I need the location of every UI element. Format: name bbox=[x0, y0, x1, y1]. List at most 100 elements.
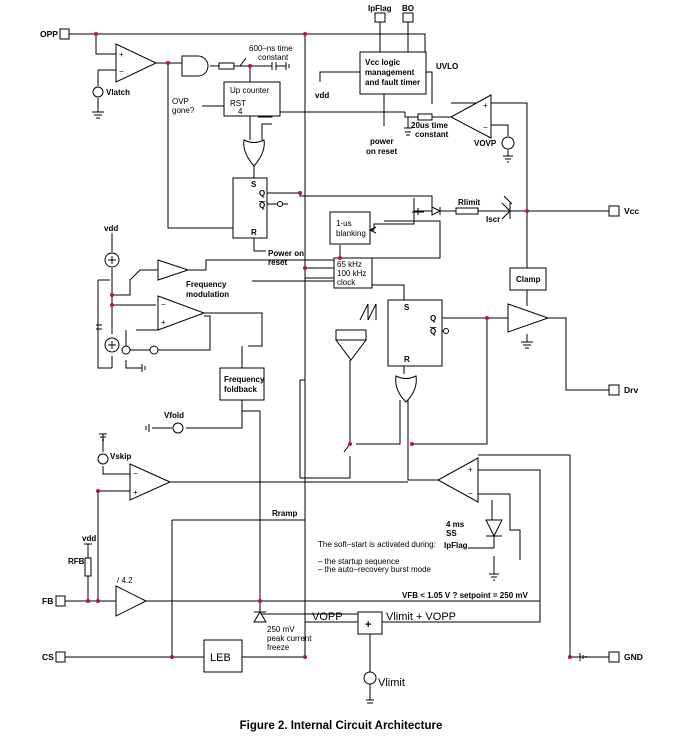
flipflop-1 bbox=[232, 177, 268, 239]
freq-foldback-line1: Frequency bbox=[224, 375, 265, 384]
por-top-1: power bbox=[370, 137, 394, 146]
freq-mod-2: modulation bbox=[186, 290, 229, 299]
clock-line2: 100 kHz bbox=[337, 269, 366, 278]
svg-text:+: + bbox=[483, 101, 488, 110]
pin-bo bbox=[402, 12, 414, 23]
svg-text:−: − bbox=[161, 300, 166, 309]
svg-text:−: − bbox=[483, 123, 488, 132]
vcc-logic-line3: and fault timer bbox=[365, 78, 420, 87]
clock-line3: clock bbox=[337, 278, 356, 287]
ff2-s: S bbox=[404, 303, 410, 312]
blanking-line1: 1-us bbox=[336, 219, 352, 228]
pin-gnd-label: GND bbox=[624, 652, 643, 662]
pin-opp-label: OPP bbox=[40, 29, 58, 39]
vlatch-source bbox=[92, 86, 104, 98]
vovp-label: VOVP bbox=[474, 139, 497, 148]
sum-sign: + bbox=[365, 619, 371, 631]
labels: Vlatch 600–ns time constant OVP gone? vd… bbox=[68, 44, 528, 689]
resistor-600ns bbox=[218, 62, 235, 70]
pin-vcc bbox=[608, 205, 620, 217]
freq-foldback-line2: foldback bbox=[224, 385, 257, 394]
time-600ns-1: 600–ns time bbox=[249, 44, 293, 53]
ff2-q: Q bbox=[430, 314, 436, 323]
freq-mod-1: Frequency bbox=[186, 280, 227, 289]
vovp-source bbox=[501, 136, 515, 150]
softstart-3: – the auto–recovery burst mode bbox=[318, 565, 432, 574]
ss-opamp bbox=[436, 457, 479, 503]
rfb-label: RFB bbox=[68, 557, 85, 566]
pin-fb-label: FB bbox=[42, 596, 53, 606]
ipflag2-label: IpFlag bbox=[444, 541, 468, 550]
pin-drv bbox=[608, 384, 620, 396]
leb-label: LEB bbox=[210, 652, 231, 664]
latch-comparator bbox=[115, 43, 158, 83]
svg-text:−: − bbox=[133, 469, 138, 478]
ramp-icon bbox=[359, 303, 377, 321]
svg-text:−: − bbox=[468, 489, 473, 498]
por-2: reset bbox=[268, 258, 287, 267]
skip-comparator bbox=[129, 463, 172, 501]
pins: OPP Vcc Drv FB CS GND IpFlag BO bbox=[40, 4, 643, 663]
pin-opp bbox=[59, 28, 70, 40]
ss-1: 4 ms bbox=[446, 520, 465, 529]
pin-ipflag-label: IpFlag bbox=[368, 4, 392, 13]
rfb-resistor bbox=[84, 557, 92, 577]
vfold-label: Vfold bbox=[164, 411, 184, 420]
vfb-note: VFB < 1.05 V ? setpoint = 250 mV bbox=[402, 591, 528, 600]
peak-freeze-3: freeze bbox=[267, 643, 290, 652]
and-gate bbox=[181, 55, 209, 77]
vlimit-vopp-label: Vlimit + VOPP bbox=[386, 611, 456, 623]
ff1-r: R bbox=[251, 228, 257, 237]
vcc-logic-line2: management bbox=[365, 68, 415, 77]
svg-text:−: − bbox=[119, 67, 124, 76]
peak-freeze-2: peak current bbox=[267, 634, 312, 643]
vlimit-label: Vlimit bbox=[378, 677, 405, 689]
softstart-2: – the startup sequence bbox=[318, 557, 400, 566]
vopp-label: VOPP bbox=[312, 611, 343, 623]
peak-freeze-1: 250 mV bbox=[267, 625, 295, 634]
wires bbox=[65, 22, 609, 690]
freq-foldback-block bbox=[219, 367, 265, 401]
vlatch-label: Vlatch bbox=[106, 88, 130, 97]
softstart-1: The soft–start is activated during: bbox=[318, 540, 436, 549]
rlimit-diode bbox=[431, 206, 442, 216]
clamp-block bbox=[509, 267, 547, 291]
ff1-q: Q bbox=[259, 189, 265, 198]
zener-250mv bbox=[253, 611, 267, 623]
pin-fb bbox=[55, 595, 66, 607]
freq-mod-buffer bbox=[157, 259, 190, 281]
rlimit-label: Rlimit bbox=[458, 198, 481, 207]
blanking-block bbox=[329, 211, 371, 245]
rlimit-resistor bbox=[455, 207, 479, 215]
flipflop-2 bbox=[387, 299, 443, 367]
clamp-label: Clamp bbox=[516, 275, 541, 284]
vdd2-label: vdd bbox=[104, 224, 118, 233]
vfold-source bbox=[172, 422, 184, 434]
ramp-buffer bbox=[335, 339, 367, 361]
ff1-s: S bbox=[251, 180, 257, 189]
vlimit-source bbox=[363, 671, 377, 685]
pin-bo-label: BO bbox=[402, 4, 414, 13]
pin-gnd bbox=[608, 651, 620, 663]
rramp-label: Rramp bbox=[272, 509, 297, 518]
vdd1-label: vdd bbox=[315, 91, 329, 100]
pin-cs bbox=[55, 651, 66, 663]
bias-source bbox=[149, 345, 159, 355]
figure-caption: Figure 2. Internal Circuit Architecture bbox=[240, 720, 443, 732]
time-20us-2: constant bbox=[415, 130, 449, 139]
vcc-logic-block bbox=[359, 51, 427, 95]
rst-label: RST bbox=[230, 99, 246, 108]
svg-text:+: + bbox=[161, 318, 166, 327]
iscr-label: Iscr bbox=[486, 215, 500, 224]
pin-cs-label: CS bbox=[42, 652, 54, 662]
time-20us-1: 20us time bbox=[411, 121, 448, 130]
ramp-box bbox=[335, 329, 367, 341]
svg-text:+: + bbox=[133, 488, 138, 497]
ovp-comparator bbox=[449, 94, 492, 139]
up-counter-block bbox=[223, 81, 281, 117]
ss-2: SS bbox=[446, 529, 457, 538]
junction-dots bbox=[86, 32, 572, 659]
fb-divider bbox=[115, 585, 148, 617]
por-1: Power on bbox=[268, 249, 304, 258]
